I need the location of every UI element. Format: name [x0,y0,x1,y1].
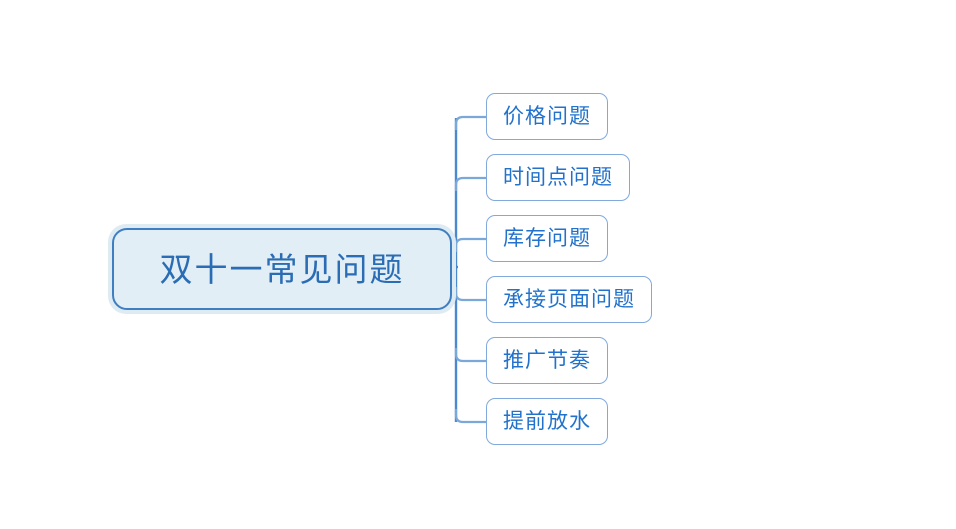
connector-branch-6 [454,409,486,424]
child-node-3[interactable]: 库存问题 [486,215,608,262]
child-node-4[interactable]: 承接页面问题 [486,276,652,323]
connector-branch-2 [454,176,486,191]
root-node-inner: 双十一常见问题 [112,228,452,310]
connector-branch-4 [454,287,486,302]
child-node-label: 价格问题 [503,104,591,128]
connector-branch-5 [454,348,486,363]
connector-branch-3 [454,237,486,252]
child-node-label: 库存问题 [503,226,591,250]
root-node[interactable]: 双十一常见问题 [108,224,456,314]
child-node-1[interactable]: 价格问题 [486,93,608,140]
connector-branch-1 [454,115,486,130]
child-node-6[interactable]: 提前放水 [486,398,608,445]
child-node-2[interactable]: 时间点问题 [486,154,630,201]
child-node-label: 承接页面问题 [503,287,635,311]
child-node-5[interactable]: 推广节奏 [486,337,608,384]
child-node-label: 推广节奏 [503,348,591,372]
root-node-label: 双十一常见问题 [159,249,405,289]
child-node-label: 时间点问题 [503,165,613,189]
child-node-label: 提前放水 [503,409,591,433]
